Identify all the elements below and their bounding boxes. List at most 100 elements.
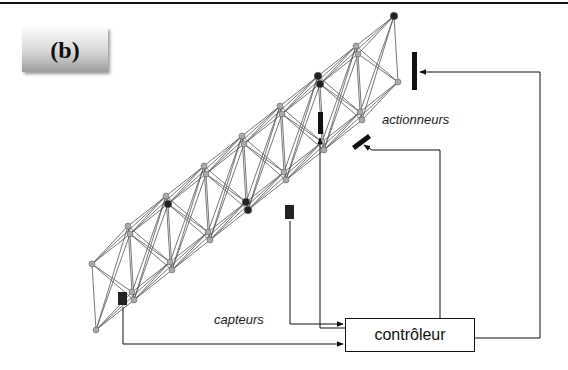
truss-joint [242, 198, 250, 206]
truss-member [210, 136, 242, 240]
truss-member [206, 106, 280, 174]
truss-joint [239, 133, 245, 139]
node-text: (b) [50, 37, 79, 64]
truss-member [394, 16, 398, 82]
truss-joint [355, 51, 361, 57]
truss-member [134, 262, 170, 300]
truss-member [358, 16, 394, 54]
sensor [285, 205, 294, 219]
truss-joint [316, 80, 324, 88]
truss-member [248, 106, 280, 210]
truss-member [172, 202, 246, 270]
truss-member [244, 106, 280, 144]
callout-label: capteurs [212, 312, 266, 327]
truss-member [320, 16, 394, 84]
truss-member [282, 114, 324, 150]
truss-member [168, 136, 242, 204]
truss-member [96, 292, 132, 330]
wire [123, 307, 343, 344]
truss-member [362, 16, 394, 120]
truss-member [284, 76, 318, 172]
truss-joint [244, 206, 252, 214]
truss-member [132, 196, 166, 292]
node-text: contrôleur [374, 326, 445, 344]
truss-member [320, 46, 356, 84]
truss-joint [281, 169, 287, 175]
truss-member [96, 262, 170, 330]
truss-member [282, 46, 356, 114]
truss-member [92, 264, 134, 300]
truss-joint [353, 43, 359, 49]
truss-member [286, 112, 360, 180]
truss-member [168, 204, 210, 240]
truss-member [210, 202, 246, 240]
truss-member [130, 166, 204, 234]
actuator [318, 112, 323, 134]
truss-member [92, 226, 128, 264]
truss-member [358, 54, 362, 120]
truss-member [324, 46, 356, 150]
truss-joint [93, 327, 99, 333]
truss-lattice [89, 12, 401, 333]
actuator [412, 52, 417, 90]
truss-joint [205, 229, 211, 235]
truss-joint [241, 141, 247, 147]
truss-joint [125, 223, 131, 229]
panel-tag: (b) [22, 28, 108, 72]
truss-member [92, 264, 96, 330]
truss-joint [169, 267, 175, 273]
truss-joint [321, 147, 327, 153]
truss-joint [314, 72, 322, 80]
truss-member [130, 234, 172, 270]
truss-member [134, 196, 166, 300]
truss-joint [283, 177, 289, 183]
truss-joint [163, 193, 169, 199]
truss-member [246, 106, 280, 202]
truss-joint [207, 237, 213, 243]
truss-member [168, 166, 204, 204]
callout-label: actionneurs [380, 112, 451, 127]
truss-member [172, 232, 208, 270]
truss-member [170, 166, 204, 262]
truss-joint [129, 289, 135, 295]
truss-member [208, 136, 242, 232]
wires [123, 72, 540, 344]
truss-joint [89, 261, 95, 267]
truss-joint [203, 171, 209, 177]
truss-member [360, 16, 394, 112]
truss-joint [167, 259, 173, 265]
truss-member [244, 144, 286, 180]
truss-member [244, 76, 318, 144]
truss-joint [131, 297, 137, 303]
truss-member [286, 76, 318, 180]
truss-joint [127, 231, 133, 237]
truss-joint [279, 111, 285, 117]
top-rule [0, 2, 568, 4]
truss-member [206, 136, 242, 174]
truss-member [322, 46, 356, 142]
actuators [318, 52, 417, 150]
wire [290, 221, 343, 324]
truss-joint [357, 109, 363, 115]
truss-member [130, 196, 166, 234]
truss-member [130, 234, 134, 300]
truss-member [248, 142, 322, 210]
truss-member [248, 172, 284, 210]
wire [364, 145, 440, 318]
controller-box: contrôleur [345, 318, 475, 352]
truss-member [210, 172, 284, 240]
sensors [118, 205, 294, 305]
truss-member [172, 166, 204, 270]
truss-joint [277, 103, 283, 109]
truss-member [206, 174, 248, 210]
sensor [118, 292, 127, 305]
truss-joint [390, 12, 398, 20]
truss-member [286, 142, 322, 180]
truss-joint [359, 117, 365, 123]
truss-joint [164, 200, 172, 208]
truss-member [282, 76, 318, 114]
truss-member [92, 196, 166, 264]
truss-member [168, 204, 172, 270]
truss-member [320, 84, 362, 120]
truss-joint [201, 163, 207, 169]
